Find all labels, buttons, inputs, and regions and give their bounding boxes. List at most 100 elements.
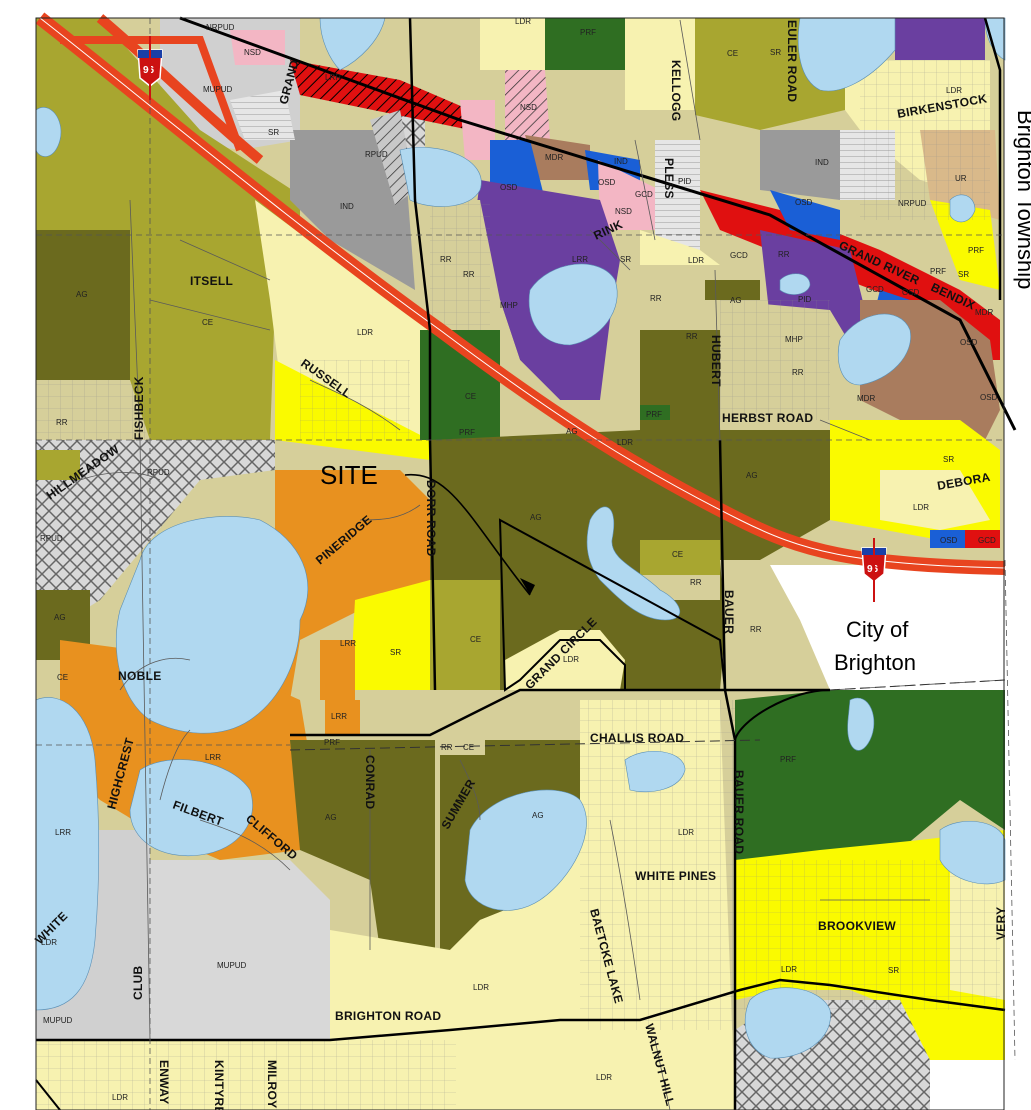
zone-ldr-kellogg: [625, 18, 695, 110]
zone-label: MUPUD: [203, 85, 233, 94]
road-label-very: VERY: [994, 907, 1008, 940]
zone-label: PRF: [459, 428, 475, 437]
zone-label: OSD: [980, 393, 998, 402]
zone-label: SR: [620, 255, 631, 264]
zone-prf-small: [640, 405, 670, 420]
site-label: SITE: [320, 460, 378, 490]
city-of-brighton: [770, 565, 1005, 1110]
zone-nsd-pink-2: [460, 100, 495, 160]
zone-osd-band: [770, 190, 840, 240]
zone-prf-top: [545, 18, 625, 70]
road-label-pless: PLESS: [662, 158, 676, 199]
zone-osd-debora: [930, 530, 965, 548]
zone-rr-bauer: [720, 560, 800, 690]
zone-label: LDR: [678, 828, 694, 837]
road-label-kintyre: KINTYRE: [212, 1060, 226, 1110]
township-boundary: [289, 679, 1006, 751]
site-parcel: [498, 518, 727, 692]
water-bodies: [35, 17, 1006, 1059]
zone-label: GCD: [730, 251, 748, 260]
lake-pond-site: [586, 506, 681, 621]
zone-label: LRR: [205, 753, 221, 762]
zone-label: LDR: [357, 328, 373, 337]
zone-ldr-brighton: [330, 930, 450, 1040]
section-lines: [36, 18, 1016, 1110]
zone-label: AG: [54, 613, 66, 622]
zone-label: NRPUD: [898, 199, 927, 208]
road-label-kellogg: KELLOGG: [669, 60, 683, 121]
zone-label: LRR: [331, 712, 347, 721]
zone-label: GCD: [635, 190, 653, 199]
road-brighton: [36, 978, 1006, 1042]
zone-lrr-small2: [325, 700, 360, 735]
zone-label: LDR: [515, 17, 531, 26]
lake-ne-top: [797, 17, 896, 92]
zone-label: SR: [958, 270, 969, 279]
road-label-enway: ENWAY: [157, 1060, 171, 1104]
zone-label: RPUD: [365, 150, 388, 159]
zone-label: AG: [730, 296, 742, 305]
interstate-96: [35, 12, 1006, 575]
zone-prf-east: [735, 690, 1005, 880]
zone-label: RR: [440, 255, 452, 264]
zone-ag-south-i96: [430, 430, 830, 690]
site-arrowhead: [520, 578, 535, 595]
zone-label: UR: [955, 174, 967, 183]
zone-label: LRR: [340, 639, 356, 648]
zone-label: PID: [678, 177, 692, 186]
road-label-brookview: BROOKVIEW: [818, 919, 896, 933]
zone-label: IND: [614, 157, 628, 166]
lake-ne-small: [949, 194, 976, 223]
zone-label: PRF: [780, 755, 796, 764]
zone-ce-itsell: [130, 200, 275, 440]
zone-label: LDR: [41, 938, 57, 947]
zone-label: MHP: [785, 335, 803, 344]
zone-ldr-debora: [880, 470, 990, 530]
interstate-number: 96: [143, 65, 155, 76]
city-label-line1: City of: [846, 617, 909, 642]
zone-label: RR: [690, 578, 702, 587]
road-label-bauer: BAUER: [722, 590, 736, 634]
zone-ldr-rink: [640, 230, 720, 265]
zone-label: PRF: [324, 738, 340, 747]
zone-labels: NRPUD NSD MUPUD LRR SR RPUD IND NSD MDR …: [40, 17, 998, 1102]
zone-ldr-top: [480, 18, 545, 70]
zone-label: AG: [746, 471, 758, 480]
zone-label: MUPUD: [43, 1016, 73, 1025]
lake-southwest: [35, 697, 100, 1011]
i96-shield-east: 96: [861, 538, 887, 602]
lake-nw: [35, 107, 62, 157]
road-label-bauer-road: BAUER ROAD: [732, 770, 746, 854]
zone-label: MDR: [975, 308, 993, 317]
zone-label: SR: [390, 648, 401, 657]
city-label-line2: Brighton: [834, 650, 916, 675]
zone-label: PRF: [930, 267, 946, 276]
lake-brookview: [939, 820, 1006, 885]
zone-label: GCD: [978, 536, 996, 545]
zone-ce-hillmeadow: [36, 450, 80, 480]
zone-ind: [290, 130, 415, 290]
zone-label: LRR: [325, 73, 341, 82]
zone-label: NSD: [520, 103, 537, 112]
zone-sr-ne: [930, 200, 1000, 290]
lake-east-small: [779, 273, 811, 295]
zone-ag-hubert: [705, 280, 760, 300]
zone-ind-hatch: [370, 110, 415, 205]
interstate-number: 96: [867, 564, 879, 575]
highway-centerline: [39, 17, 1006, 569]
township-label: Brighton Township: [1013, 110, 1031, 289]
zone-label: RR: [650, 294, 662, 303]
zone-ce-pond: [640, 540, 720, 580]
zone-label: SR: [943, 455, 954, 464]
zone-label: LRR: [55, 828, 71, 837]
zone-label: RR: [750, 625, 762, 634]
road-bauer: [718, 439, 737, 1110]
lake-brighton: [744, 987, 831, 1059]
zone-label: SR: [770, 48, 781, 57]
zone-crosshatch-ne-top: [230, 90, 295, 140]
zone-label: AG: [530, 513, 542, 522]
zone-label: OSD: [598, 178, 616, 187]
major-roads: [35, 16, 1017, 1110]
road-dorr: [408, 17, 437, 691]
